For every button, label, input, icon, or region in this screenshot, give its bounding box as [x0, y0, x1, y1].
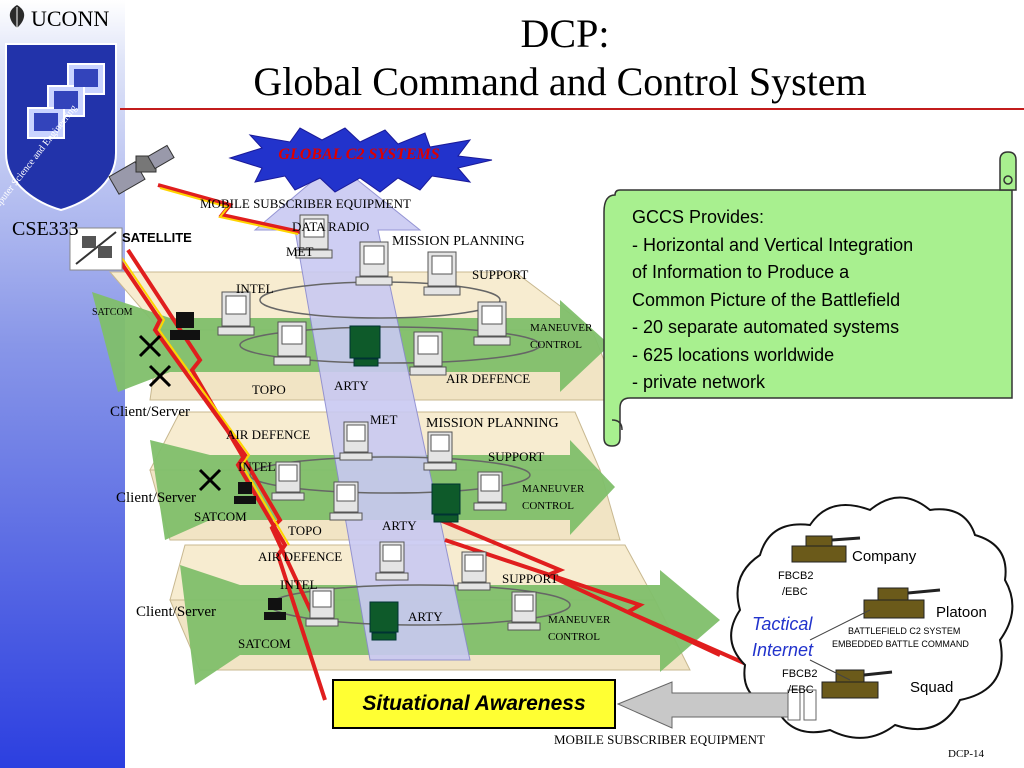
mobile-subscriber-top-label: MOBILE SUBSCRIBER EQUIPMENT: [200, 196, 411, 211]
layer2-topo-label: TOPO: [288, 523, 322, 538]
global-c2-label: GLOBAL C2 SYSTEMS: [278, 146, 440, 163]
slide-number: DCP-14: [948, 748, 985, 760]
layer2-client-server-label: Client/Server: [110, 404, 190, 420]
layer1-arty-label: ARTY: [334, 378, 369, 393]
terminal-icons: [349, 325, 461, 641]
fbcb2-bottom-label: FBCB2: [782, 668, 818, 680]
tactical-label: Tactical: [752, 614, 813, 634]
layer3-control-label: CONTROL: [548, 631, 600, 643]
satcom-phone-icons: [170, 312, 286, 620]
layer1-support-label: SUPPORT: [472, 267, 529, 282]
page-title-line2: Global Command and Control System: [253, 59, 867, 104]
layer1-topo-label: TOPO: [252, 382, 286, 397]
ebc-bottom-label: /EBC: [788, 684, 814, 696]
ebc-top-label: /EBC: [782, 586, 808, 598]
layer2-arty-label: ARTY: [382, 518, 417, 533]
layer1-maneuver-label: MANEUVER: [530, 322, 593, 334]
workstation-icons: [217, 214, 541, 631]
layer2-satcom-label: SATCOM: [194, 509, 247, 524]
satellite-dish-icon: [69, 227, 123, 271]
layer2-control-label: CONTROL: [522, 500, 574, 512]
gccs-line: Common Picture of the Battlefield: [632, 289, 901, 310]
satellite-icon: [108, 144, 175, 195]
layer3-maneuver-label: MANEUVER: [548, 614, 611, 626]
mobile-subscriber-bottom-label: MOBILE SUBSCRIBER EQUIPMENT: [554, 732, 765, 747]
global-c2-burst: [228, 127, 493, 193]
bc2-line2-label: EMBEDDED BATTLE COMMAND: [832, 639, 969, 649]
layer3-satcom-label: SATCOM: [238, 636, 291, 651]
layer1-control-label: CONTROL: [530, 339, 582, 351]
gccs-line: GCCS Provides:: [632, 207, 765, 227]
data-radio-label: DATA RADIO: [292, 219, 370, 234]
bc2-line1-label: BATTLEFIELD C2 SYSTEM: [848, 626, 961, 636]
layer1-intel-label: INTEL: [236, 281, 274, 296]
gccs-line: of Information to Produce a: [632, 262, 850, 282]
gccs-line: - 20 separate automated systems: [632, 317, 900, 337]
squad-label: Squad: [910, 679, 954, 696]
platoon-label: Platoon: [936, 604, 987, 621]
oak-leaf-icon: [9, 5, 25, 29]
link-break-marks: [138, 334, 222, 492]
page-title-line1: DCP:: [520, 11, 610, 56]
uconn-logo-text: UCONN: [31, 6, 110, 31]
layer2-mission-planning-label: MISSION PLANNING: [426, 416, 559, 431]
course-label: CSE333: [12, 218, 79, 240]
layer1-air-defence-label: AIR DEFENCE: [446, 371, 531, 386]
layer3-air-defence-label: AIR DEFENCE: [258, 549, 343, 564]
gccs-text-block: GCCS Provides: - Horizontal and Vertical…: [632, 204, 1017, 397]
uconn-logo: UCONN: [4, 4, 122, 32]
tank-icons: [791, 535, 941, 699]
gccs-line: - 625 locations worldwide: [632, 344, 835, 365]
layer2-met-label: MET: [370, 412, 398, 427]
layer2-air-defence-label: AIR DEFENCE: [226, 427, 311, 442]
title-divider: [120, 108, 1024, 110]
gccs-scroll: [603, 151, 1017, 447]
layer3-intel-label: INTEL: [280, 577, 318, 592]
layer2-client-server-2-label: Client/Server: [116, 490, 196, 506]
layer2-support-label: SUPPORT: [488, 449, 545, 464]
layer3-client-server-label: Client/Server: [136, 604, 216, 620]
layer1-met-label: MET: [286, 244, 314, 259]
cse-emblem: Computer Science and Engineering: [0, 38, 120, 222]
layer3-arty-label: ARTY: [408, 609, 443, 624]
fbcb2-top-label: FBCB2: [778, 570, 814, 582]
layer1-satcom-label: SATCOM: [92, 307, 133, 318]
gccs-line: - private network: [632, 372, 766, 392]
situational-awareness-box: Situational Awareness: [332, 679, 616, 729]
gccs-line: - Horizontal and Vertical Integration: [632, 234, 914, 255]
layer3-support-label: SUPPORT: [502, 571, 559, 586]
layer1-mission-planning-label: MISSION PLANNING: [392, 234, 525, 249]
layer2-intel-label: INTEL: [238, 459, 276, 474]
internet-label: Internet: [752, 640, 814, 660]
layer2-maneuver-label: MANEUVER: [522, 483, 585, 495]
satellite-label: SATELLITE: [122, 230, 192, 245]
company-label: Company: [852, 548, 917, 565]
